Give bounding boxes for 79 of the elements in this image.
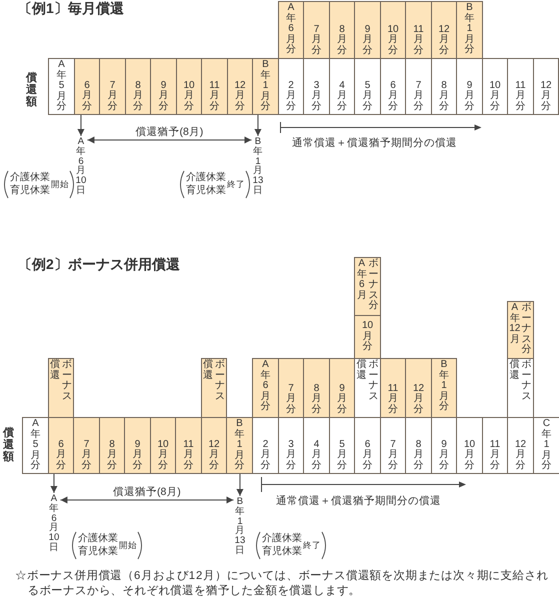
- leave-type-label: 育児休業: [186, 185, 226, 197]
- footnote: ☆ボーナス併用償還（6月および12月）については、ボーナス償還額を次期または次々期に支給されるボーナスから、それぞれ償還を猶予した金額を償還します。: [15, 569, 550, 600]
- month-cell: A年5月分: [22, 417, 49, 474]
- month-cell: B年1月分: [431, 358, 457, 418]
- month-cell: A年6月分: [278, 1, 304, 59]
- event-label: 開始: [119, 540, 137, 550]
- month-cell: 7月分: [303, 1, 330, 59]
- month-cell: 11月分: [201, 58, 228, 115]
- month-cell: 11月分: [482, 417, 508, 474]
- leave-type-label: 育児休業: [78, 546, 118, 558]
- row-label: 償還額: [25, 72, 38, 108]
- month-cell: 10月分: [456, 417, 483, 474]
- month-cell: 8月分: [99, 417, 125, 474]
- month-cell: B年1月分: [252, 58, 279, 115]
- month-cell: 8月分: [329, 1, 355, 59]
- month-cell: 6月分: [74, 58, 100, 115]
- date-label: B年1月13日: [234, 497, 246, 556]
- double-arrow: [60, 496, 234, 504]
- edge-label: 償還猶予(8月): [135, 126, 204, 139]
- event-label: 終了: [303, 540, 321, 550]
- leave-type-label: 介護休業: [186, 172, 226, 184]
- month-cell: 7月分: [73, 417, 100, 474]
- leave-type-label: 育児休業: [10, 185, 50, 197]
- event-label: 開始: [51, 179, 69, 190]
- section-heading: 〔例2〕ボーナス併用償還: [18, 256, 180, 274]
- date-label: A年6月10日: [48, 494, 60, 553]
- double-arrow: [86, 136, 252, 144]
- month-cell: 9月分: [150, 58, 177, 115]
- bonus-cell: ボーナス償還: [48, 358, 74, 418]
- month-cell: 11月分: [405, 1, 432, 59]
- month-cell: A年6月分: [252, 358, 279, 418]
- month-cell: 9月分: [329, 358, 355, 418]
- date-label: B年1月13日: [252, 137, 264, 196]
- range-label: 通常償還＋償還猶予期間分の償還: [292, 136, 457, 150]
- month-cell: 7月分: [99, 58, 126, 115]
- month-cell: 12月分: [227, 58, 253, 115]
- section-heading: 〔例1〕毎月償還: [18, 0, 124, 18]
- cell-text: A年6月: [356, 259, 368, 301]
- month-cell: 10月分: [482, 58, 508, 115]
- arrow: [254, 114, 262, 136]
- month-cell: 9月分: [124, 417, 151, 474]
- leave-type-label: 介護休業: [262, 533, 302, 545]
- month-cell: 10月分: [150, 417, 176, 474]
- bonus-cell: [354, 257, 381, 316]
- cell-text: ボーナス分: [520, 303, 532, 356]
- month-cell: 10月分: [380, 1, 406, 59]
- month-cell: 12月分: [405, 358, 432, 418]
- month-cell: 11月分: [380, 358, 406, 418]
- arrow: [77, 114, 84, 136]
- month-cell: 12月分: [431, 1, 457, 59]
- date-label: A年6月10日: [76, 137, 86, 196]
- edge-label: 償還猶予(8月): [112, 486, 181, 499]
- leave-type-label: 介護休業: [10, 172, 50, 184]
- month-cell: 10月分: [354, 315, 381, 359]
- leave-type-label: 介護休業: [78, 533, 118, 545]
- bonus-cell: ボーナス償還: [201, 358, 227, 418]
- month-cell: 11月分: [507, 58, 534, 115]
- month-cell: 7月分: [278, 358, 304, 418]
- bonus-cell: [507, 301, 534, 359]
- month-cell: A年5月分: [48, 58, 75, 115]
- arrow: [236, 474, 244, 496]
- month-cell: 9月分: [354, 1, 381, 59]
- month-cell: 10月分: [176, 58, 202, 115]
- month-cell: 6月分: [48, 417, 74, 474]
- bonus-cell: ボーナス償還: [507, 358, 534, 418]
- month-cell: 12月分: [533, 58, 559, 115]
- month-cell: 12月分: [201, 417, 227, 474]
- month-cell: B年1月分: [456, 1, 483, 59]
- arrow: [50, 474, 58, 494]
- month-cell: 8月分: [125, 58, 151, 115]
- month-cell: 11月分: [175, 417, 202, 474]
- cell-text: ボーナス分: [368, 259, 379, 312]
- event-label: 終了: [227, 179, 245, 190]
- month-cell: C年1月分: [533, 417, 559, 474]
- leave-type-label: 育児休業: [262, 546, 302, 558]
- month-cell: B年1月分: [226, 417, 253, 474]
- month-cell: 8月分: [303, 358, 330, 418]
- range-label: 通常償還＋償還猶予期間分の償還: [276, 494, 441, 508]
- cell-text: A年12月: [509, 303, 520, 345]
